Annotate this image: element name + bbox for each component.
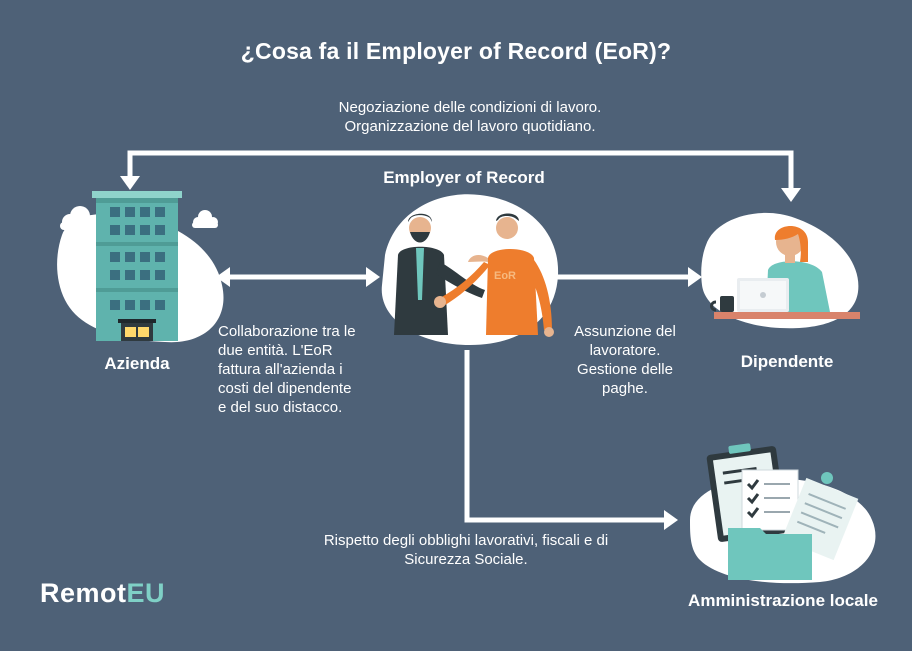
edge-note-company-eor-line4: costi del dipendente: [218, 380, 352, 397]
cloud-icon: [192, 210, 218, 228]
edge-company-eor-arrow: [216, 267, 380, 287]
company-building-illustration: [57, 191, 224, 343]
edge-note-eor-employee-line4: paghe.: [602, 380, 648, 397]
cloud-icon: [60, 206, 99, 230]
edge-top-arrow: [120, 150, 801, 202]
eor-badge: EoR: [494, 270, 516, 282]
edge-note-top-line1: Negoziazione delle condizioni di lavoro.: [338, 99, 602, 116]
eor-handshake-illustration: [381, 194, 559, 345]
edge-note-eor-admin-line2: Sicurezza Sociale.: [404, 551, 528, 568]
node-label-admin: Amministrazione locale: [688, 591, 878, 610]
edge-eor-admin-arrow: [464, 350, 678, 530]
logo-part-1: Remot: [40, 578, 127, 608]
edge-note-company-eor-line3: fattura all'azienda i: [218, 361, 343, 378]
remoteu-logo: RemotEU: [40, 578, 165, 609]
edge-note-company-eor-line5: e del suo distacco.: [218, 399, 343, 416]
employee-figure: [434, 213, 554, 337]
logo-part-2: EU: [126, 578, 166, 608]
node-label-eor: Employer of Record: [383, 168, 545, 187]
businessman-figure: [394, 213, 485, 335]
edge-note-top-line2: Organizzazione del lavoro quotidiano.: [344, 118, 596, 135]
edge-note-company-eor: Collaborazione tra le due entità. L'EoR …: [218, 322, 388, 417]
edge-note-top: Negoziazione delle condizioni di lavoro.…: [260, 98, 680, 136]
check-icon: [746, 479, 760, 519]
edge-note-eor-admin-line1: Rispetto degli obblighi lavorativi, fisc…: [323, 532, 609, 549]
edge-note-eor-employee-line3: Gestione delle: [577, 361, 673, 378]
edge-note-eor-admin: Rispetto degli obblighi lavorativi, fisc…: [286, 531, 646, 569]
edge-note-eor-employee: Assunzione del lavoratore. Gestione dell…: [560, 322, 690, 398]
edge-note-eor-employee-line2: lavoratore.: [589, 342, 661, 359]
edge-note-company-eor-line2: due entità. L'EoR: [218, 342, 333, 359]
edge-note-company-eor-line1: Collaborazione tra le: [218, 323, 356, 340]
page-title: ¿Cosa fa il Employer of Record (EoR)?: [240, 38, 672, 64]
node-label-employee: Dipendente: [740, 352, 834, 371]
node-label-company: Azienda: [104, 354, 170, 373]
employee-desk-illustration: [701, 212, 860, 329]
admin-documents-illustration: [690, 443, 876, 584]
edge-eor-employee-arrow: [556, 267, 702, 287]
edge-note-eor-employee-line1: Assunzione del: [574, 323, 676, 340]
